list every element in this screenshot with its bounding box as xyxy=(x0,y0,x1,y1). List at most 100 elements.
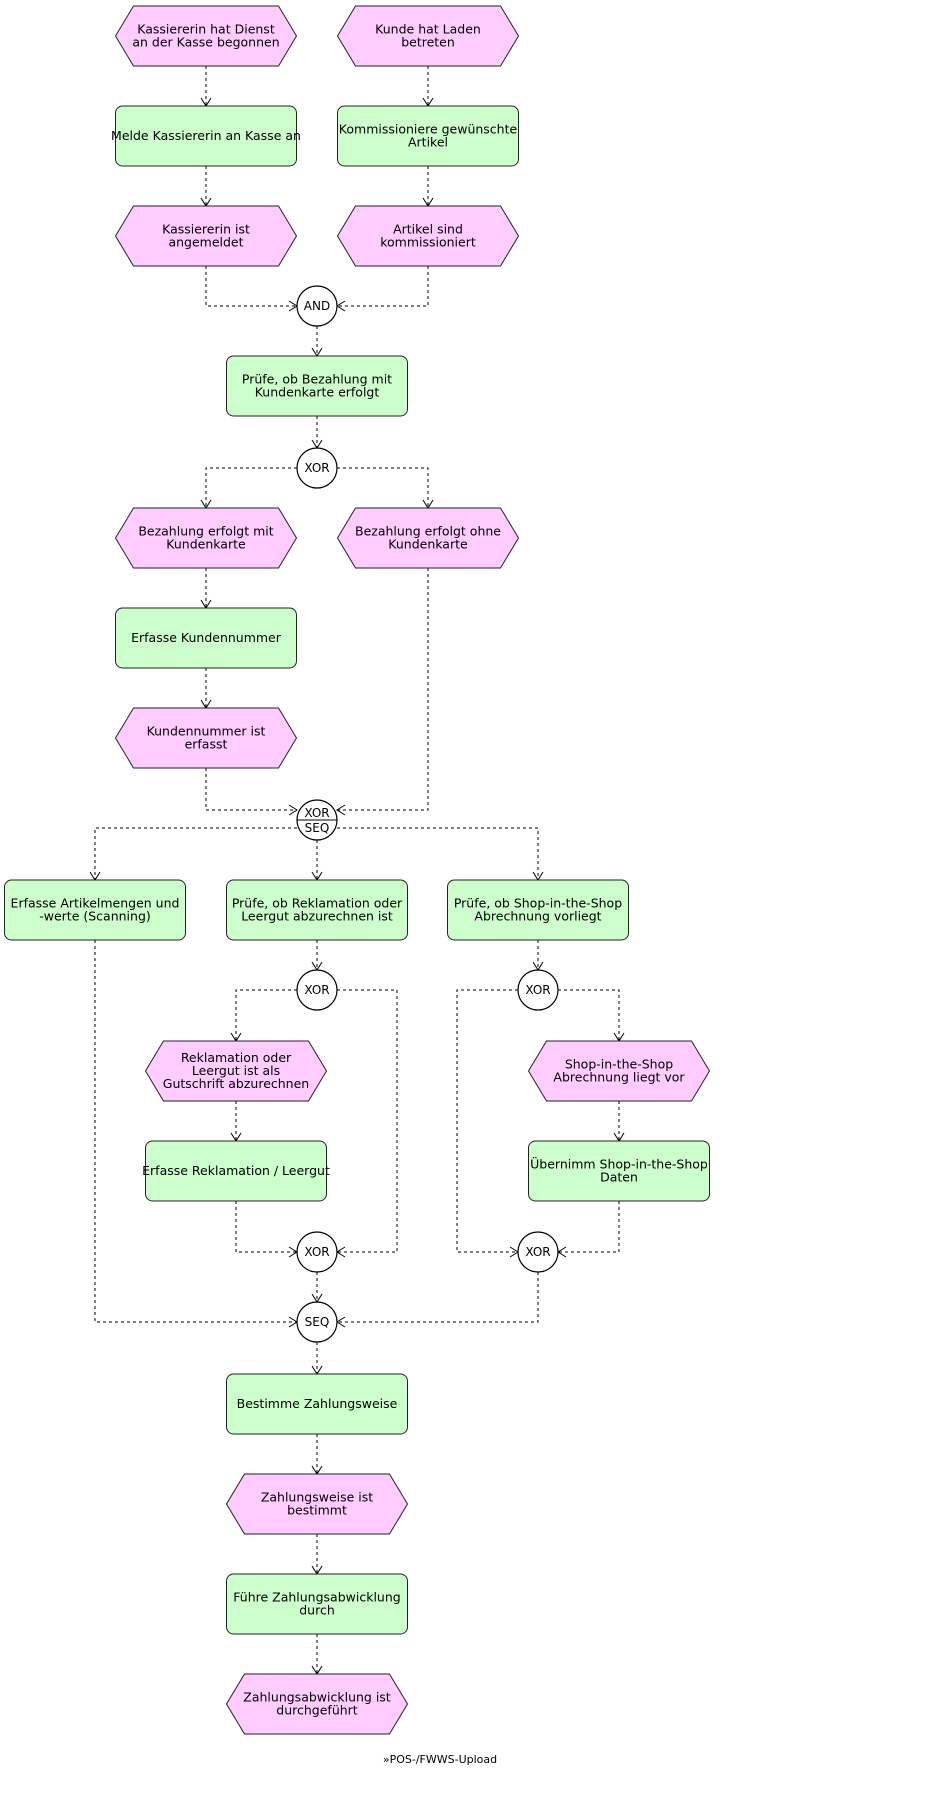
connector-label: XOR xyxy=(304,983,329,997)
node-label-line: Kundennummer ist xyxy=(147,724,266,739)
node-label-line: erfasst xyxy=(185,737,228,752)
node-label-line: Kassiererin hat Dienst xyxy=(137,22,275,37)
node-label-line: Bestimme Zahlungsweise xyxy=(237,1396,398,1411)
connector-label: SEQ xyxy=(305,1315,330,1329)
function-erfasse-reklamation[interactable]: Erfasse Reklamation / Leergut xyxy=(142,1140,330,1202)
function-box xyxy=(528,1140,710,1202)
node-label-line: Erfasse Artikelmengen und xyxy=(11,896,180,911)
node-label-line: Kommissioniere gewünschte xyxy=(339,122,518,137)
connector-label: XOR xyxy=(304,806,329,820)
connection-line xyxy=(337,266,429,307)
node-label-line: Reklamation oder xyxy=(181,1050,292,1065)
connection-line xyxy=(337,568,429,811)
connector-xor1: XOR xyxy=(296,447,338,489)
node-label-line: Prüfe, ob Reklamation oder xyxy=(232,896,403,911)
node-label-line: Prüfe, ob Bezahlung mit xyxy=(242,372,392,387)
connector-circle xyxy=(296,969,338,1011)
event-hexagon xyxy=(114,5,298,67)
node-label-line: Übernimm Shop-in-the-Shop xyxy=(530,1156,708,1172)
function-erfasse-artikelmengen[interactable]: Erfasse Artikelmengen und-werte (Scannin… xyxy=(4,879,186,941)
event-hexagon xyxy=(336,205,520,267)
function-melde-kassiererin[interactable]: Melde Kassiererin an Kasse an xyxy=(111,105,301,167)
connector-label: SEQ xyxy=(305,821,330,835)
function-box xyxy=(145,1140,327,1202)
connector-label: XOR xyxy=(304,1245,329,1259)
connector-circle xyxy=(517,969,559,1011)
connector-circle xyxy=(296,447,338,489)
function-box xyxy=(226,1573,408,1635)
function-box xyxy=(115,607,297,669)
connection-line xyxy=(235,1201,297,1253)
node-label-line: Gutschrift abzurechnen xyxy=(163,1076,309,1091)
node-label-line: Abrechnung liegt vor xyxy=(553,1070,685,1085)
function-box xyxy=(115,105,297,167)
node-label-line: durch xyxy=(299,1603,335,1618)
node-label-line: Bezahlung erfolgt mit xyxy=(138,524,273,539)
node-label-line: Kundenkarte erfolgt xyxy=(255,385,380,400)
node-label-line: betreten xyxy=(401,35,455,50)
node-label-line: angemeldet xyxy=(168,235,243,250)
node-label-line: Kunde hat Laden xyxy=(375,22,481,37)
node-label-line: Leergut abzurechnen ist xyxy=(241,909,393,924)
arrow-head-icon xyxy=(336,804,346,816)
connector-label: XOR xyxy=(304,461,329,475)
node-label-line: durchgeführt xyxy=(276,1703,358,1718)
function-bestimme-zahlungsweise[interactable]: Bestimme Zahlungsweise xyxy=(226,1373,408,1435)
node-label-line: an der Kasse begonnen xyxy=(132,35,279,50)
event-hexagon xyxy=(336,507,520,569)
connection-line xyxy=(205,266,297,307)
event-hexagon xyxy=(114,205,298,267)
connection-line xyxy=(94,827,297,880)
function-box xyxy=(447,879,629,941)
connection-line xyxy=(94,940,297,1323)
event-hexagon xyxy=(336,5,520,67)
connector-label: XOR xyxy=(525,1245,550,1259)
connection-line xyxy=(205,768,297,811)
connection-line xyxy=(456,989,518,1253)
connector-xor5: XOR xyxy=(517,1231,559,1273)
connector-xor4: XOR xyxy=(296,1231,338,1273)
node-label-line: kommissioniert xyxy=(380,235,476,250)
connection-line xyxy=(558,989,620,1041)
function-box xyxy=(337,105,519,167)
node-label-line: bestimmt xyxy=(287,1503,347,1518)
connection-lines xyxy=(89,66,625,1675)
process-interface-link[interactable]: »POS-/FWWS-Upload xyxy=(383,1753,497,1766)
connection-line xyxy=(205,467,297,508)
connector-and1: AND xyxy=(296,285,338,327)
node-label-line: Abrechnung vorliegt xyxy=(474,909,601,924)
node-label-line: Kassiererin ist xyxy=(162,222,250,237)
node-label-line: Leergut ist als xyxy=(192,1063,280,1078)
node-label-line: Erfasse Kundennummer xyxy=(131,630,282,645)
function-erfasse-kundennummer[interactable]: Erfasse Kundennummer xyxy=(115,607,297,669)
connector-seq1: SEQ xyxy=(296,1301,338,1343)
connector-xor2: XOR xyxy=(296,969,338,1011)
event-hexagon xyxy=(114,707,298,769)
connector-label: AND xyxy=(304,299,330,313)
connection-line xyxy=(337,1272,539,1323)
event-hexagon xyxy=(144,1040,328,1102)
function-box xyxy=(4,879,186,941)
node-label-line: Bezahlung erfolgt ohne xyxy=(355,524,501,539)
function-box xyxy=(226,1373,408,1435)
connector-xor3: XOR xyxy=(517,969,559,1011)
node-label-line: Zahlungsweise ist xyxy=(261,1490,373,1505)
